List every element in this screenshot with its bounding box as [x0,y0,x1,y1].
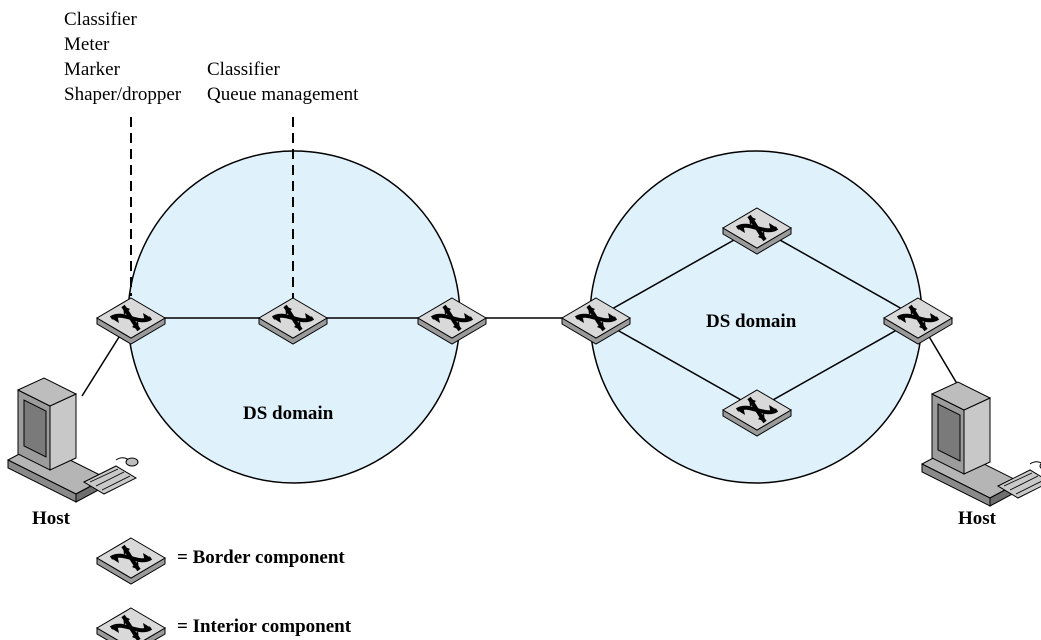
border-function-shaper: Shaper/dropper [64,84,182,105]
legend-interior-icon [95,606,167,640]
interior-function-queue-management: Queue management [207,84,359,105]
host-left-label: Host [32,508,71,529]
legend-interior-label: = Interior component [177,616,352,637]
ds-domain-right-label: DS domain [706,311,797,332]
border-function-classifier: Classifier [64,9,137,30]
border-function-marker: Marker [64,59,121,80]
interior-function-classifier: Classifier [207,59,280,80]
ds-domain-left-label: DS domain [243,403,334,424]
legend-border-label: = Border component [177,547,345,568]
legend-border-icon [95,536,167,586]
border-function-meter: Meter [64,34,110,55]
host-right-label: Host [958,508,997,529]
host-left-icon [7,377,139,503]
host-right-icon [921,381,1041,507]
network-links [81,226,963,410]
